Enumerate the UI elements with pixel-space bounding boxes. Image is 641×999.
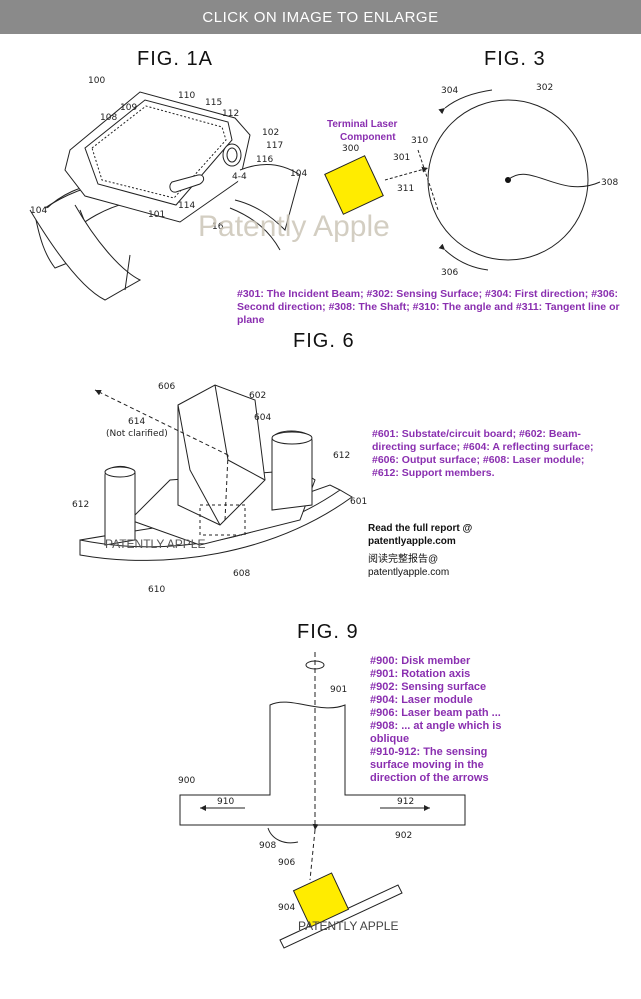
- fig9-legend-line: oblique: [370, 733, 410, 745]
- report-link-block[interactable]: Read the full report @ patentlyapple.com…: [368, 522, 472, 579]
- fig3-label: 301: [393, 153, 410, 163]
- report-cn-line1: 阅读完整报告@: [368, 554, 439, 565]
- fig6-label: 601: [350, 497, 367, 507]
- fig9-label: 906: [278, 858, 295, 868]
- fig1a-label: 4-4: [232, 172, 247, 182]
- fig6-label: 612: [72, 500, 89, 510]
- fig3-drawing: [324, 89, 601, 271]
- report-cn-line2[interactable]: patentlyapple.com: [368, 567, 450, 578]
- fig1a-label: 100: [88, 76, 105, 86]
- fig1a-watermark: Patently Apple: [198, 210, 390, 243]
- laser-module: [292, 872, 350, 928]
- fig9-label: 912: [397, 797, 414, 807]
- fig9-legend-line: #910-912: The sensing: [370, 746, 488, 758]
- fig1a-label: 104: [290, 169, 307, 179]
- fig3-label: 311: [397, 184, 414, 194]
- fig1a-label: 114: [178, 201, 195, 211]
- fig6-label: 602: [249, 391, 266, 401]
- fig1a-label: 16: [212, 222, 224, 232]
- fig9-label: 908: [259, 841, 276, 851]
- fig9-label: 910: [217, 797, 234, 807]
- fig9-legend-line: #900: Disk member: [370, 655, 471, 667]
- fig9-label: 900: [178, 776, 195, 786]
- fig9-legend-line: #901: Rotation axis: [370, 668, 471, 680]
- fig9-legend-line: #908: ... at angle which is: [370, 720, 502, 732]
- fig3-title: FIG. 3: [484, 48, 546, 70]
- fig9-legend-line: #906: Laser beam path ...: [370, 707, 501, 719]
- fig6-label: (Not clarified): [106, 429, 168, 439]
- fig9-legend-line: #904: Laser module: [370, 694, 473, 706]
- report-en-line1: Read the full report @: [368, 523, 473, 534]
- fig1a-label: 117: [266, 141, 283, 151]
- fig1a-title: FIG. 1A: [137, 48, 213, 70]
- fig9-label: 901: [330, 685, 347, 695]
- fig1a-label: 112: [222, 109, 239, 119]
- fig1a-label: 104: [30, 206, 47, 216]
- fig1a-watch-drawing: [29, 91, 301, 301]
- fig9-label: 904: [278, 903, 295, 913]
- fig9-legend-line: #902: Sensing surface: [370, 681, 487, 693]
- fig1a-label: 115: [205, 98, 222, 108]
- fig9-label: 902: [395, 831, 412, 841]
- fig9-legend-line: surface moving in the: [370, 759, 484, 771]
- fig6-drawing: [79, 384, 353, 561]
- fig3-label: 310: [411, 136, 428, 146]
- fig3-label: 300: [342, 144, 359, 154]
- fig1a-label: 109: [120, 103, 137, 113]
- report-en-line2[interactable]: patentlyapple.com: [368, 536, 456, 547]
- fig3-labels: 300 302 304 310 301 311 308 306 Terminal…: [327, 83, 618, 278]
- terminal-laser-label: Component: [340, 132, 396, 143]
- fig3-label: 302: [536, 83, 553, 93]
- fig6-label: 610: [148, 585, 165, 595]
- fig9-title: FIG. 9: [297, 621, 359, 643]
- fig1a-label: 102: [262, 128, 279, 138]
- fig6-watermark: PATENTLY APPLE: [105, 537, 206, 551]
- fig1a-label: 101: [148, 210, 165, 220]
- fig6-title: FIG. 6: [293, 330, 355, 352]
- fig1a-label: 116: [256, 155, 273, 165]
- fig9-labels: 901 900 910 912 902 908 906 904: [178, 685, 414, 913]
- fig1a-label: 108: [100, 113, 117, 123]
- fig6-caption: #601: Substate/circuit board; #602: Beam…: [372, 428, 594, 479]
- fig9-legend: #900: Disk member #901: Rotation axis #9…: [370, 655, 530, 785]
- fig3-caption: #301: The Incident Beam; #302: Sensing S…: [237, 288, 620, 326]
- fig6-label: 612: [333, 451, 350, 461]
- fig1a-label: 110: [178, 91, 195, 101]
- fig6-label: 604: [254, 413, 271, 423]
- fig9-watermark: PATENTLY APPLE: [298, 919, 399, 933]
- fig9-drawing: [179, 652, 466, 949]
- fig3-label: 308: [601, 178, 618, 188]
- enlarge-banner[interactable]: CLICK ON IMAGE TO ENLARGE: [0, 0, 641, 34]
- terminal-laser-label: Terminal Laser: [327, 119, 398, 130]
- fig9-legend-line: direction of the arrows: [370, 772, 489, 784]
- fig6-labels: 606 602 604 614 (Not clarified) 612 612 …: [72, 382, 367, 595]
- fig1a-labels: 100 108 109 110 115 112 102 117 116 104 …: [30, 76, 307, 232]
- fig6-label: 606: [158, 382, 175, 392]
- fig3-label: 306: [441, 268, 458, 278]
- fig6-label: 614: [128, 417, 145, 427]
- fig3-label: 304: [441, 86, 458, 96]
- terminal-laser-component: [324, 155, 384, 215]
- fig6-label: 608: [233, 569, 250, 579]
